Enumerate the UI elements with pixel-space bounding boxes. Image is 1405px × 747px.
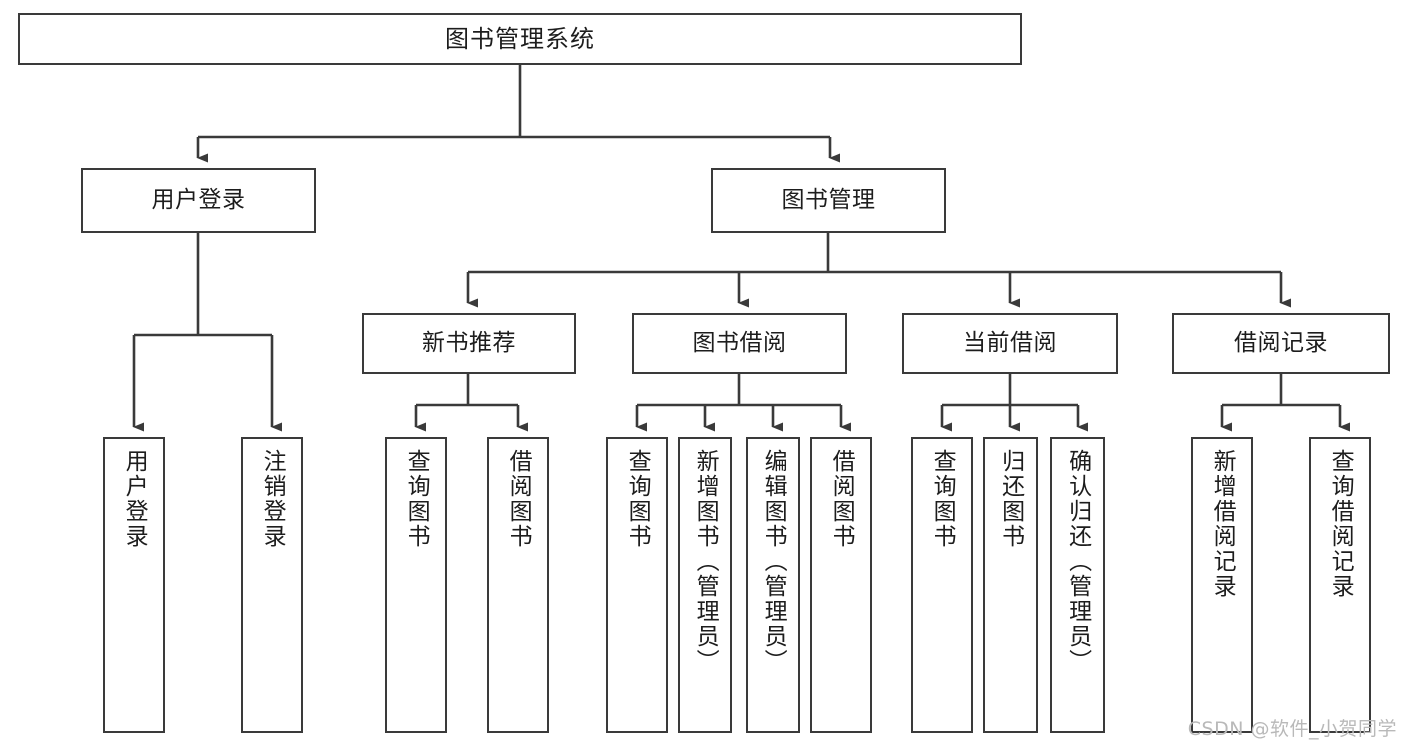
node-label: 当前借阅 bbox=[963, 329, 1057, 356]
node-book-borrow[interactable]: 图书借阅 bbox=[632, 313, 847, 374]
leaf-user-login[interactable]: 用户登录 bbox=[103, 437, 165, 733]
leaf-return-book[interactable]: 归还图书 bbox=[983, 437, 1038, 733]
node-label: 归还图书 bbox=[997, 449, 1024, 549]
node-label: 图书借阅 bbox=[692, 329, 787, 356]
leaf-add-borrow-record[interactable]: 新增借阅记录 bbox=[1191, 437, 1253, 733]
node-label: 借阅记录 bbox=[1234, 329, 1328, 356]
node-label: 查询借阅记录 bbox=[1327, 449, 1354, 599]
leaf-borrow-book-recommend[interactable]: 借阅图书 bbox=[487, 437, 549, 733]
node-label: 查询图书 bbox=[929, 449, 956, 549]
node-root-book-management-system[interactable]: 图书管理系统 bbox=[18, 13, 1022, 65]
leaf-add-book-admin[interactable]: 新增图书（管理员） bbox=[678, 437, 732, 733]
leaf-query-book-current[interactable]: 查询图书 bbox=[911, 437, 973, 733]
node-label: 编辑图书（管理员） bbox=[760, 449, 787, 674]
node-label: 新书推荐 bbox=[422, 329, 516, 356]
leaf-query-book-borrow[interactable]: 查询图书 bbox=[606, 437, 668, 733]
node-borrow-record[interactable]: 借阅记录 bbox=[1172, 313, 1390, 374]
node-label: 用户登录 bbox=[121, 449, 148, 549]
node-book-management[interactable]: 图书管理 bbox=[711, 168, 946, 233]
leaf-borrow-book[interactable]: 借阅图书 bbox=[810, 437, 872, 733]
leaf-confirm-return-admin[interactable]: 确认归还（管理员） bbox=[1050, 437, 1105, 733]
node-label: 图书管理系统 bbox=[445, 24, 595, 53]
leaf-query-borrow-record[interactable]: 查询借阅记录 bbox=[1309, 437, 1371, 733]
node-label: 图书管理 bbox=[781, 186, 876, 213]
leaf-user-logout[interactable]: 注销登录 bbox=[241, 437, 303, 733]
leaf-edit-book-admin[interactable]: 编辑图书（管理员） bbox=[746, 437, 800, 733]
node-label: 用户登录 bbox=[151, 186, 246, 213]
node-user-login[interactable]: 用户登录 bbox=[81, 168, 316, 233]
node-label: 确认归还（管理员） bbox=[1064, 449, 1091, 674]
node-label: 新增图书（管理员） bbox=[692, 449, 719, 674]
node-current-borrow[interactable]: 当前借阅 bbox=[902, 313, 1118, 374]
node-label: 借阅图书 bbox=[505, 449, 532, 549]
node-label: 新增借阅记录 bbox=[1209, 449, 1236, 599]
node-new-book-recommend[interactable]: 新书推荐 bbox=[362, 313, 576, 374]
node-label: 注销登录 bbox=[259, 449, 286, 549]
node-label: 借阅图书 bbox=[828, 449, 855, 549]
node-label: 查询图书 bbox=[403, 449, 430, 549]
csdn-watermark: CSDN @软件_小贺同学 bbox=[1187, 718, 1397, 740]
leaf-query-book-recommend[interactable]: 查询图书 bbox=[385, 437, 447, 733]
node-label: 查询图书 bbox=[624, 449, 651, 549]
